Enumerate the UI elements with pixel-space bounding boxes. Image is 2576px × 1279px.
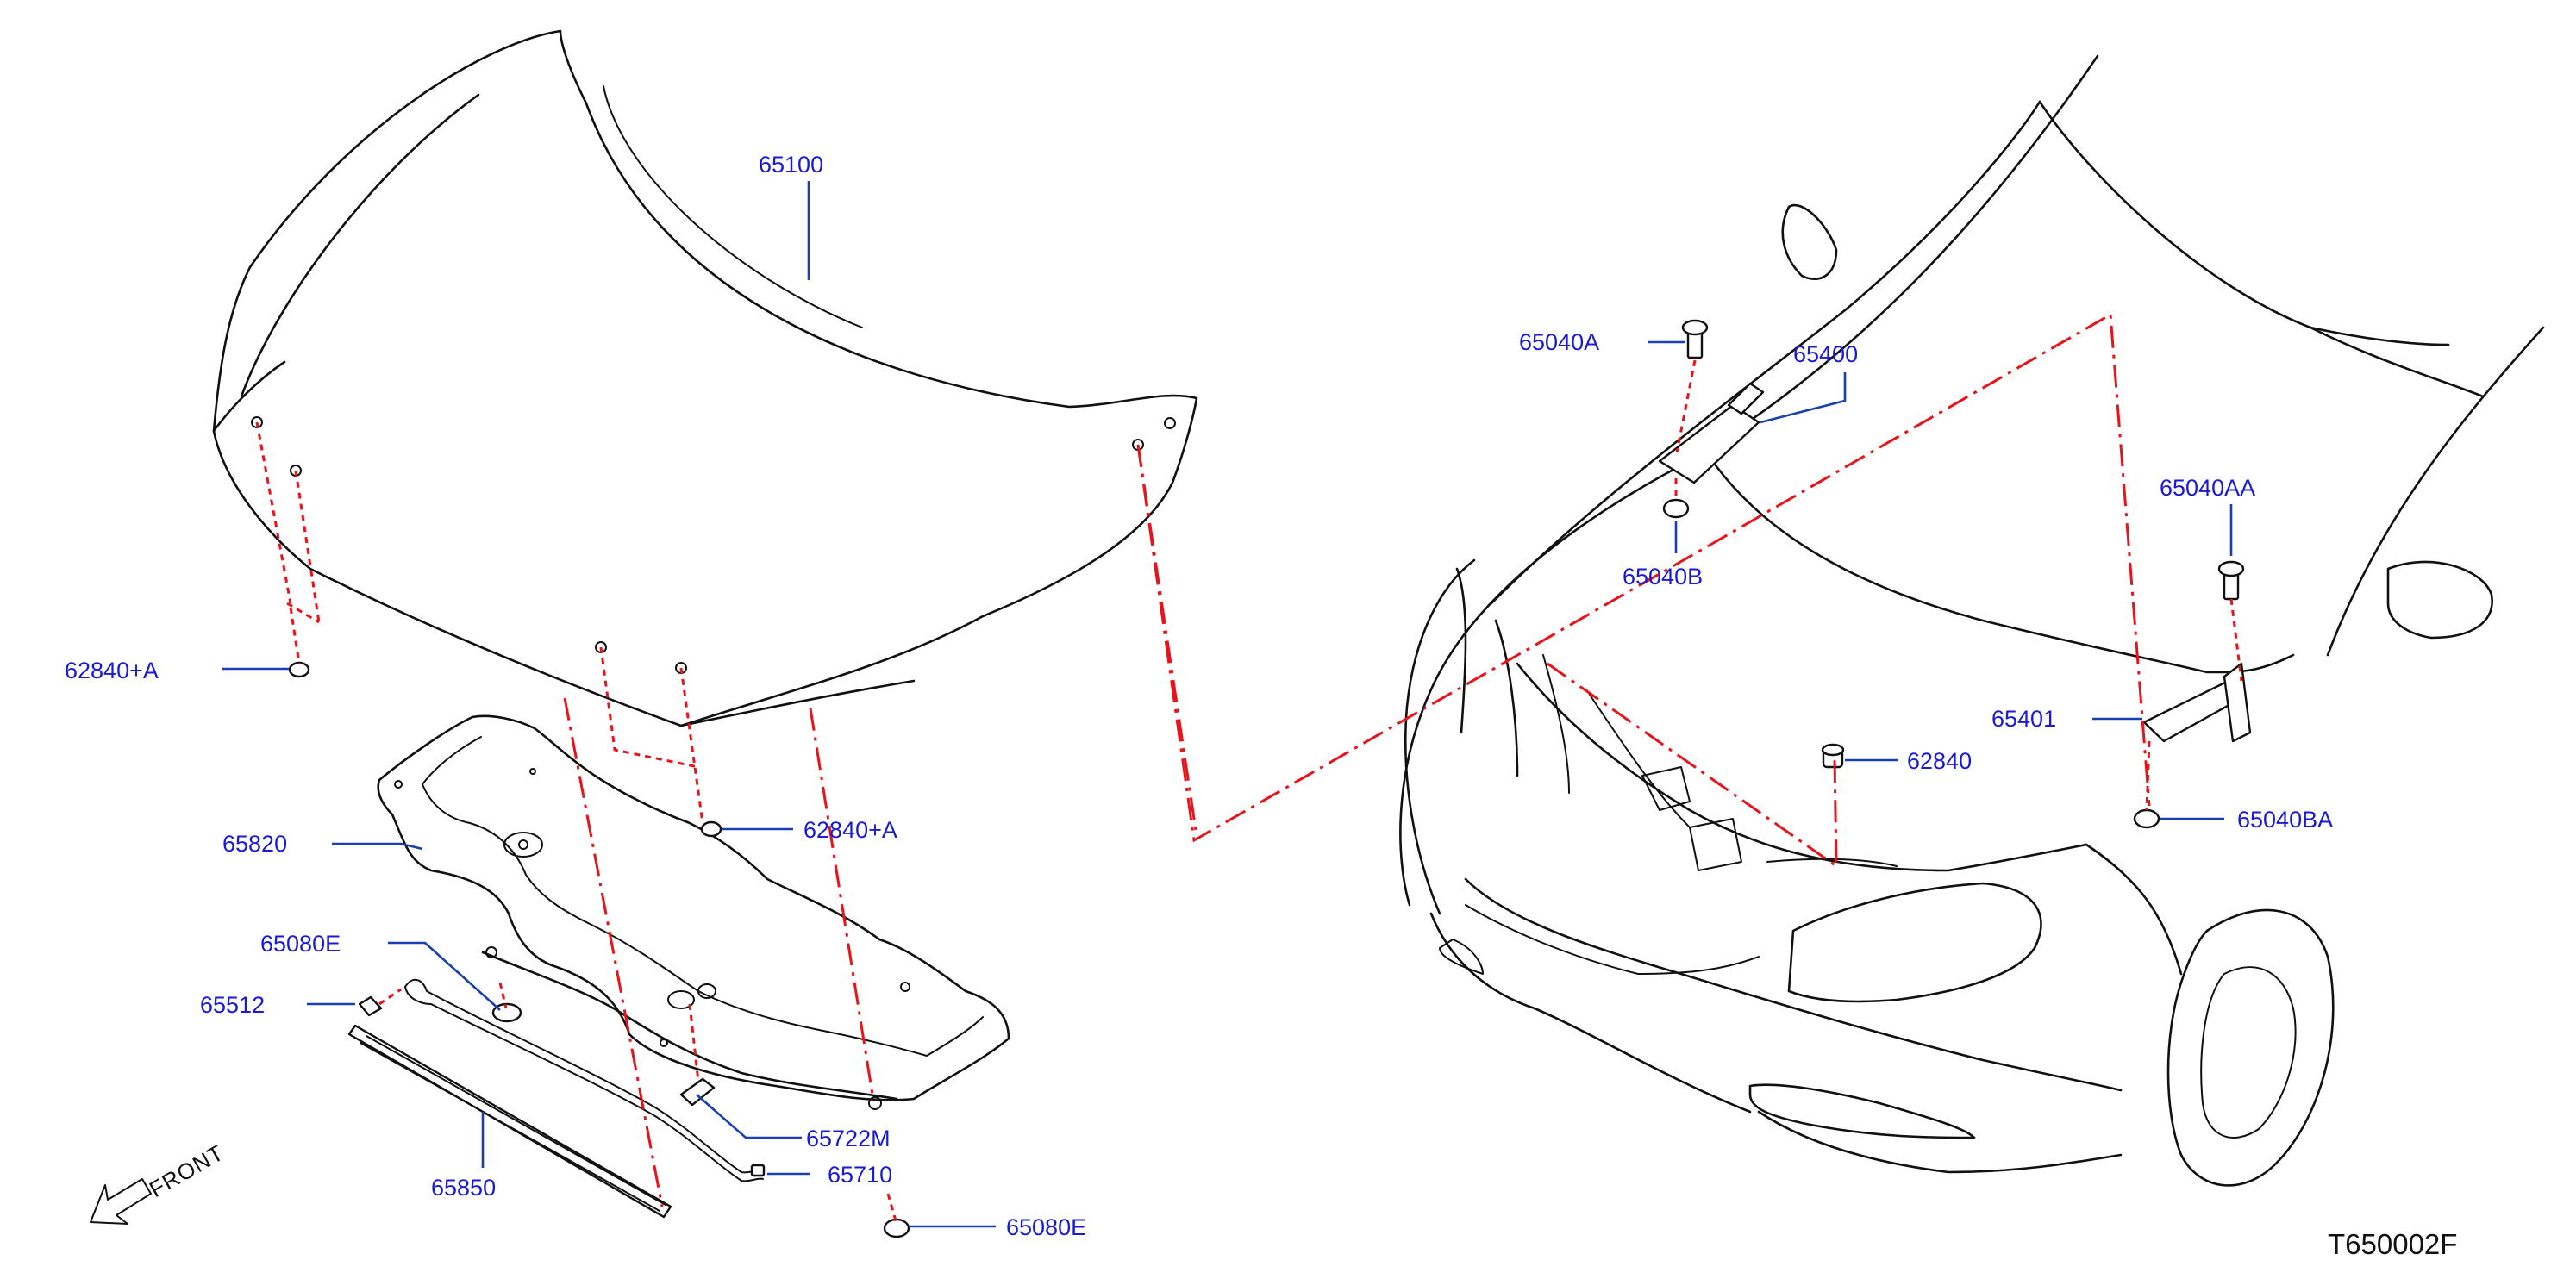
label-65512: 65512 [200,992,265,1018]
label-65100: 65100 [759,152,823,178]
label-65040b: 65040B [1623,564,1703,590]
front-direction-indicator: FRONT [90,1139,228,1225]
label-65400: 65400 [1793,341,1858,367]
label-62840: 62840 [1907,748,1972,774]
label-65040aa: 65040AA [2160,475,2255,501]
label-65820: 65820 [222,831,287,857]
label-65722m: 65722M [806,1126,891,1151]
drawing-code: T650002F [2328,1228,2457,1260]
label-65080e-lower: 65080E [1006,1214,1086,1240]
centerlines-left [255,421,1198,1225]
label-65040a: 65040A [1519,329,1599,355]
leader-lines [222,181,2233,1228]
front-arrow-icon [90,1178,152,1225]
car-front-drawing [1399,54,2545,1187]
label-65850: 65850 [431,1175,496,1201]
label-65710: 65710 [828,1162,892,1188]
centerlines-right [1136,312,2243,869]
hood-seal-65850 [347,1024,672,1219]
hood-panel-drawing [212,29,1198,727]
fasteners-right [1662,319,2245,829]
label-65401: 65401 [1991,706,2056,732]
hood-insulator-drawing [377,714,1010,1110]
hood-rod-65710 [404,978,766,1182]
fasteners-left [288,661,910,1238]
front-label: FRONT [145,1139,228,1202]
callout-labels: 65100 62840+A 62840+A 65820 65080E 65512… [65,152,2333,1240]
label-65040ba: 65040BA [2237,807,2333,833]
label-62840-a-mid: 62840+A [803,817,897,843]
label-65080e-upper: 65080E [260,931,341,957]
label-62840-a-left: 62840+A [65,658,159,683]
